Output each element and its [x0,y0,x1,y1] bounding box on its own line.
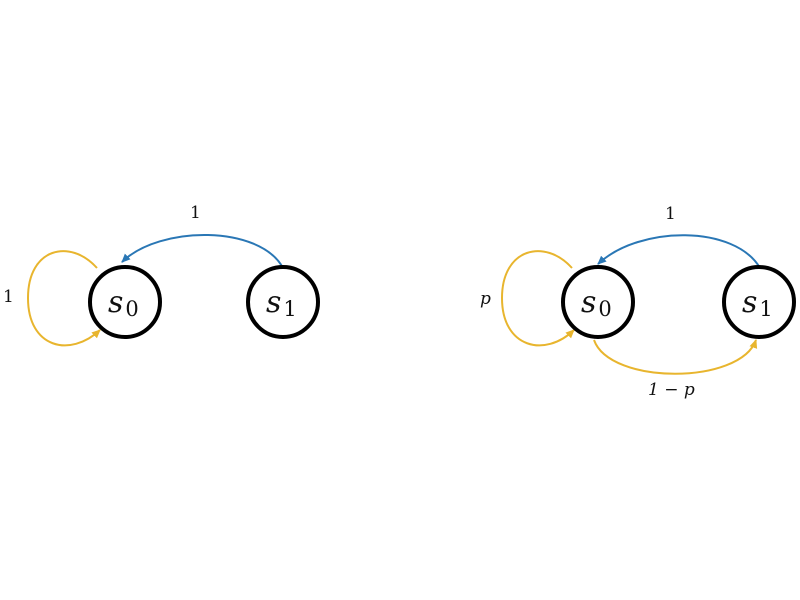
right-self-loop-label: p [480,289,491,309]
left-self-loop-label: 1 [3,287,14,307]
right-state-s1: s1 [722,265,796,339]
svg-text:s0: s0 [108,285,139,321]
right-forward-edge [593,339,758,375]
left-return-edge [121,233,284,269]
left-state-s1-symbol: s [266,285,281,320]
left-self-loop-edge [26,250,101,347]
left-state-s0-subscript: 0 [125,297,138,321]
right-self-loop-edge [500,250,575,347]
svg-text:s1: s1 [742,285,773,321]
right-state-s1-symbol: s [742,285,757,320]
left-state-s0-symbol: s [108,285,123,320]
right-state-s0-symbol: s [581,285,596,320]
right-state-s1-subscript: 1 [759,297,772,321]
svg-text:s1: s1 [266,285,297,321]
right-state-s0: s0 [561,265,635,339]
left-diagram: 1 1 s0 s1 [3,203,320,347]
left-state-s1: s1 [246,265,320,339]
left-state-s0: s0 [88,265,162,339]
svg-text:s0: s0 [581,285,612,321]
right-return-edge-label: 1 [665,204,676,224]
right-diagram: p 1 1 − p s0 s1 [480,204,796,400]
left-state-s1-subscript: 1 [283,297,296,321]
right-return-edge [597,234,761,269]
left-return-edge-label: 1 [190,203,201,223]
right-forward-edge-label: 1 − p [648,380,695,400]
right-state-s0-subscript: 0 [598,297,611,321]
